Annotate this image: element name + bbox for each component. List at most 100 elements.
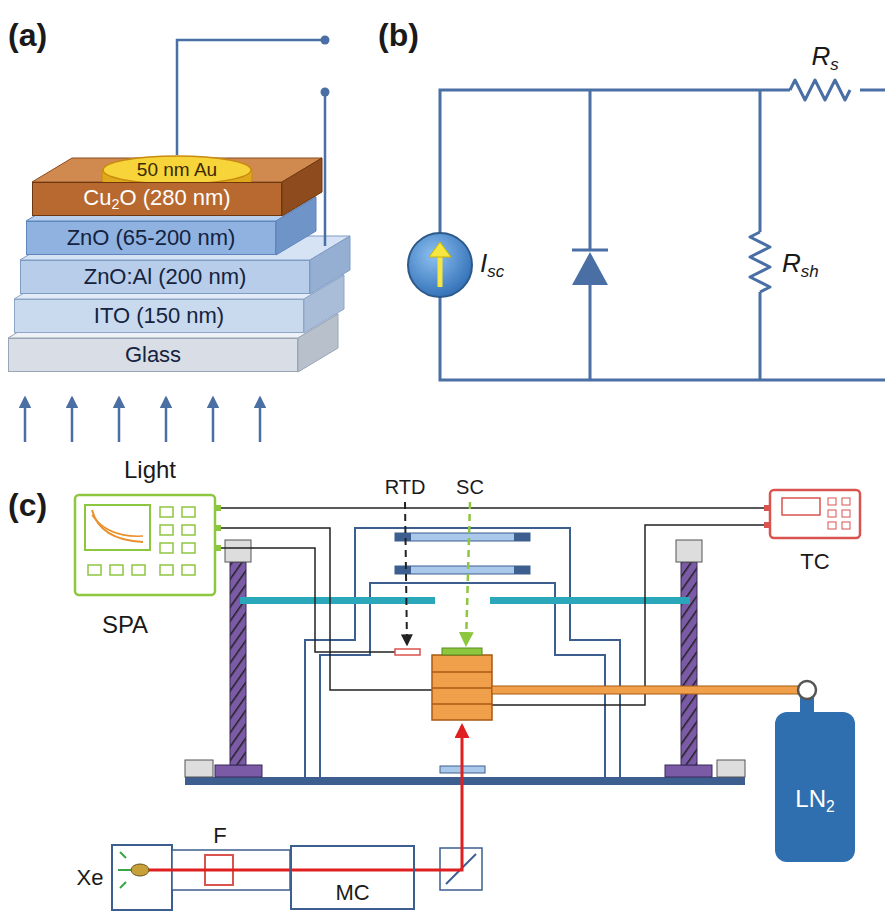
resistor-symbol bbox=[790, 80, 850, 100]
window-clamp bbox=[395, 533, 411, 541]
gold-contact: 50 nm Au bbox=[102, 155, 252, 185]
post-slider bbox=[215, 765, 262, 777]
analyzer-button bbox=[160, 543, 173, 553]
controller-body bbox=[770, 490, 860, 538]
stage-lines bbox=[432, 672, 492, 704]
probe-post bbox=[681, 562, 697, 765]
analyzer-button bbox=[160, 565, 173, 575]
pointer-arrow bbox=[405, 502, 407, 644]
cold-stage bbox=[432, 655, 492, 720]
layer-band: ZnO (65-200 nm) bbox=[26, 221, 276, 255]
cable bbox=[492, 525, 764, 705]
dewar-label-area: LN2 bbox=[775, 778, 855, 822]
lamp-rays bbox=[118, 852, 132, 888]
lamp-bulb bbox=[131, 864, 149, 876]
analyzer-button bbox=[132, 565, 145, 575]
analyzer-button bbox=[182, 507, 195, 517]
light-label: Light bbox=[124, 456, 176, 484]
layer-band: ZnO:Al (200 nm) bbox=[20, 260, 310, 294]
monochromator-box: MC bbox=[290, 845, 415, 910]
azo-side-face bbox=[310, 236, 350, 294]
layer-band: Cu2O (280 nm) bbox=[32, 182, 282, 216]
controller-button bbox=[828, 498, 836, 505]
cable bbox=[221, 548, 395, 652]
adjust-knob bbox=[717, 760, 745, 777]
layer-band: ITO (150 nm) bbox=[14, 299, 304, 333]
gold-contact-top bbox=[103, 156, 251, 184]
layer-band: Glass bbox=[8, 338, 298, 372]
lamp-housing bbox=[112, 845, 172, 910]
part-label: Xe bbox=[77, 865, 104, 890]
node-text: LN2 bbox=[795, 785, 834, 816]
analyzer-port bbox=[215, 545, 221, 551]
node-text: Glass bbox=[125, 342, 181, 367]
diode-symbol bbox=[572, 252, 608, 285]
dewar-body bbox=[775, 712, 855, 862]
controller-port bbox=[764, 522, 770, 528]
component-label: Rs bbox=[811, 42, 838, 75]
window-clamp bbox=[514, 533, 530, 541]
cable bbox=[221, 507, 764, 509]
node-text: 50 nm Au bbox=[137, 159, 217, 181]
light-arrow bbox=[212, 398, 215, 442]
probe-post bbox=[230, 562, 246, 765]
panel-label: (b) bbox=[378, 17, 419, 54]
light-arrow bbox=[165, 398, 168, 442]
component-label: Rsh bbox=[782, 249, 819, 282]
analyzer-button bbox=[182, 565, 195, 575]
chamber-window bbox=[395, 533, 530, 541]
panel-label: (c) bbox=[8, 487, 47, 524]
controller-button bbox=[842, 510, 850, 517]
analyzer-button bbox=[160, 507, 173, 517]
adjust-knob bbox=[185, 760, 213, 777]
contact-wire bbox=[177, 40, 325, 155]
rtd-sensor bbox=[395, 649, 420, 655]
pointer-arrow bbox=[466, 502, 470, 644]
part-label: F bbox=[213, 823, 226, 848]
analyzer-screen bbox=[85, 505, 150, 550]
controller-button bbox=[842, 498, 850, 505]
panel-label: (a) bbox=[8, 17, 47, 54]
analyzer-port bbox=[215, 505, 221, 511]
controller-button bbox=[842, 522, 850, 529]
controller-port bbox=[764, 505, 770, 511]
node-text: Cu2O (280 nm) bbox=[83, 185, 230, 213]
analyzer-port bbox=[215, 525, 221, 531]
cu2o-side-face bbox=[282, 158, 322, 216]
instrument-label: TC bbox=[800, 549, 829, 574]
diode-bar bbox=[572, 249, 608, 252]
part-label: SC bbox=[456, 476, 484, 499]
light-arrow bbox=[24, 398, 27, 442]
post-knob bbox=[225, 540, 251, 562]
cable bbox=[221, 528, 432, 690]
window-clamp bbox=[395, 566, 411, 574]
current-arrow-head bbox=[429, 242, 451, 257]
analyzer-button bbox=[110, 565, 123, 575]
light-arrow bbox=[71, 398, 74, 442]
light-arrow bbox=[118, 398, 121, 442]
instrument-label: SPA bbox=[102, 611, 148, 639]
node-text: MC bbox=[335, 880, 369, 905]
current-source-symbol bbox=[408, 233, 472, 297]
probe-arm bbox=[490, 597, 690, 604]
analyzer-button bbox=[182, 543, 195, 553]
analyzer-body bbox=[75, 495, 215, 595]
terminal-dot bbox=[321, 36, 330, 45]
contact-wire bbox=[324, 92, 327, 246]
dewar-valve bbox=[798, 681, 816, 699]
node-text: ZnO (65-200 nm) bbox=[67, 225, 236, 250]
controller-display bbox=[782, 498, 820, 515]
node-text: ZnO:Al (200 nm) bbox=[84, 264, 247, 289]
analyzer-button bbox=[88, 565, 101, 575]
cold-finger bbox=[492, 686, 798, 694]
window-clamp bbox=[514, 566, 530, 574]
light-arrow bbox=[259, 398, 262, 442]
analyzer-button bbox=[182, 525, 195, 535]
resistor-symbol bbox=[750, 232, 770, 292]
controller-button bbox=[828, 522, 836, 529]
terminal-dot bbox=[321, 88, 330, 97]
current-arrow bbox=[438, 255, 443, 287]
analyzer-button bbox=[160, 525, 173, 535]
iv-curve bbox=[92, 515, 143, 536]
